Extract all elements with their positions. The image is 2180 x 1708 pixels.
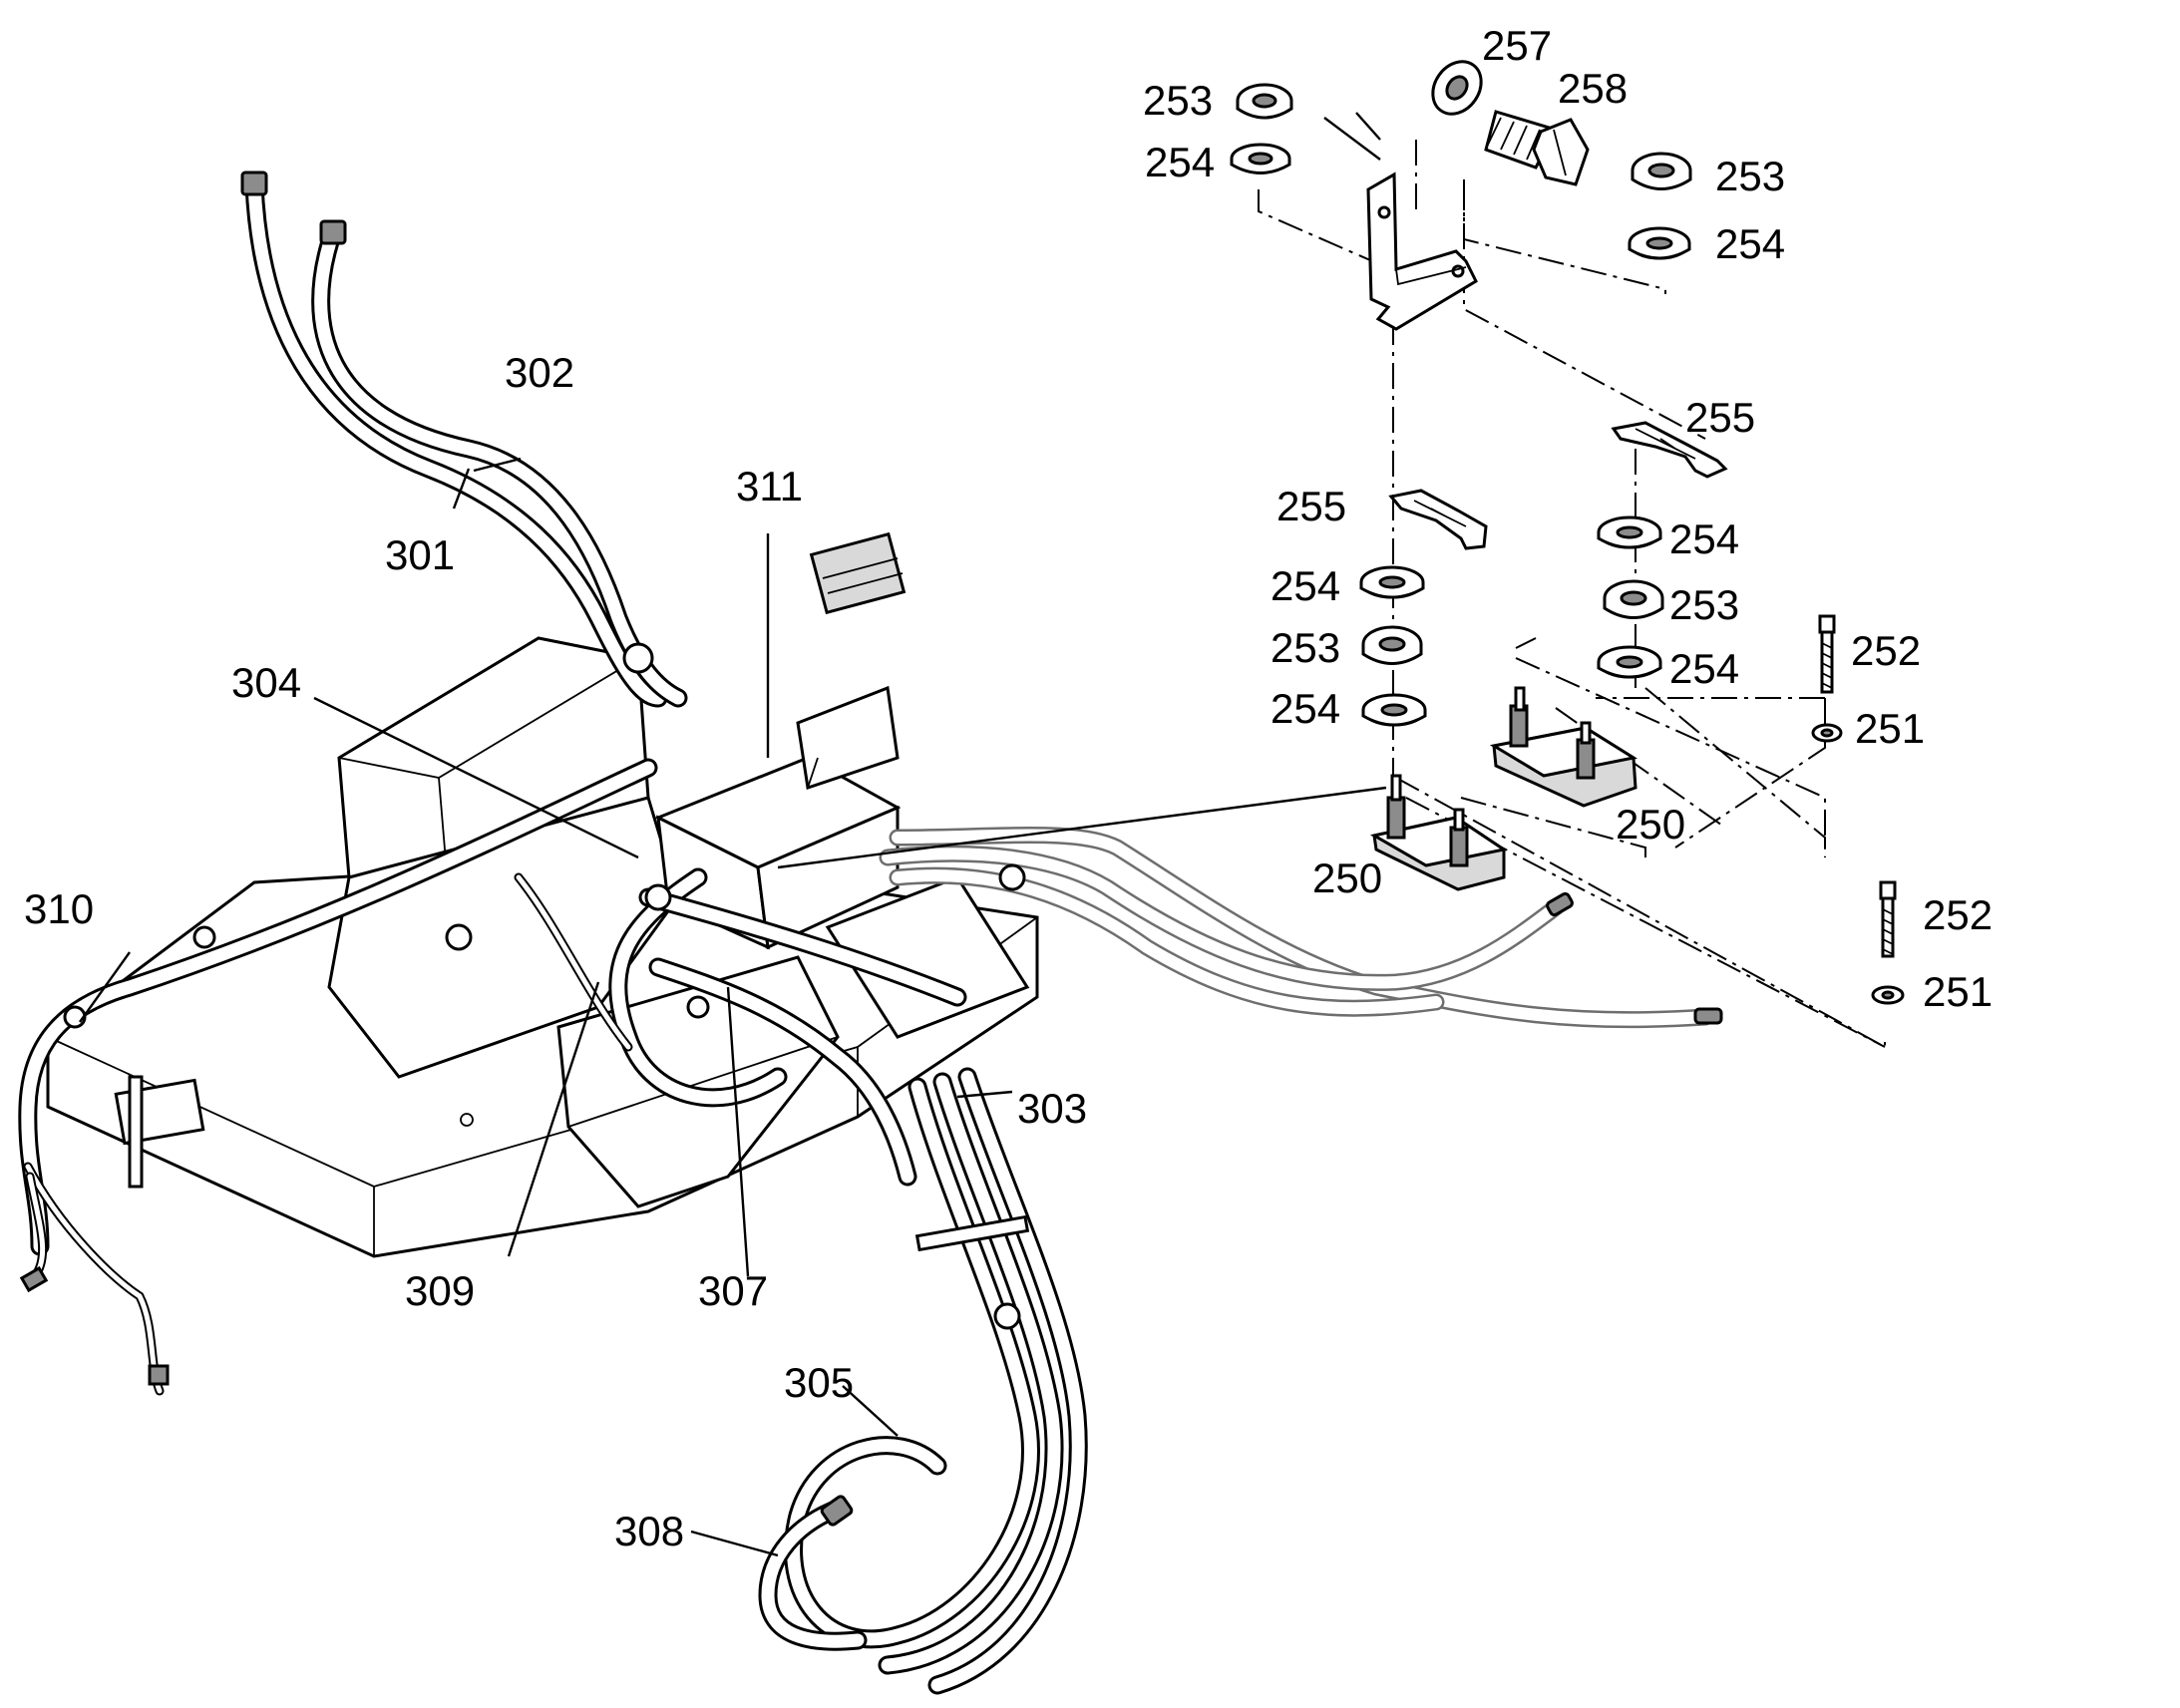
hex-nut-253	[1361, 625, 1423, 665]
battery-cable-long	[879, 827, 1723, 1029]
cable-bundle-305	[784, 1067, 1088, 1695]
callout-309: 309	[405, 1267, 475, 1314]
screw-252-lower	[1879, 880, 1897, 958]
cable-301	[240, 171, 668, 708]
washer-254	[1361, 693, 1427, 727]
callout-301: 301	[385, 531, 455, 578]
washer-254	[1597, 645, 1662, 679]
callout-254: 254	[1669, 515, 1739, 562]
washer-254	[1597, 515, 1662, 549]
callout-254: 254	[1715, 220, 1785, 267]
callout-253: 253	[1271, 624, 1340, 671]
washer-251-upper	[1811, 723, 1843, 743]
cable-309	[514, 872, 633, 1052]
callout-255: 255	[1276, 483, 1346, 529]
fuse-255-right	[1611, 421, 1728, 479]
cable-308	[758, 1495, 868, 1651]
callout-307: 307	[698, 1267, 768, 1314]
cable-307	[648, 957, 917, 1187]
hex-nut-253	[1603, 579, 1664, 619]
washer-254	[1230, 143, 1291, 174]
callout-257: 257	[1482, 22, 1552, 69]
callout-303: 303	[1017, 1085, 1087, 1132]
callout-304: 304	[231, 659, 301, 706]
callout-302: 302	[505, 349, 574, 396]
callout-251: 251	[1855, 705, 1925, 752]
callout-255: 255	[1685, 394, 1755, 441]
callout-251: 251	[1923, 968, 1993, 1015]
fuse-holder-250-left	[1369, 774, 1508, 891]
callout-253: 253	[1669, 581, 1739, 628]
washer-254	[1359, 565, 1425, 599]
fuse-holder-250-right	[1489, 686, 1637, 808]
cable-harness-assembly	[18, 171, 1723, 1695]
callout-311: 311	[736, 463, 803, 510]
callout-310: 310	[24, 885, 94, 932]
mounting-bracket	[1366, 171, 1478, 331]
callout-254: 254	[1271, 562, 1340, 609]
assembly-axis-lines	[1258, 140, 1886, 1049]
hex-nut-253	[1236, 83, 1293, 120]
callout-254: 254	[1145, 139, 1215, 185]
callout-252: 252	[1923, 891, 1993, 938]
junction-box	[654, 531, 907, 950]
cable-303	[638, 887, 967, 1007]
callout-250: 250	[1312, 854, 1382, 901]
callout-250: 250	[1616, 801, 1685, 848]
cable-302	[311, 219, 688, 708]
callout-252: 252	[1851, 627, 1921, 674]
fuse-255-left	[1388, 489, 1488, 550]
washer-254	[1628, 226, 1691, 260]
callout-308: 308	[614, 1508, 684, 1554]
cable-310	[18, 758, 658, 1396]
callout-labels: 253 254 257 258 253 254 255 255 254 254 …	[24, 22, 1993, 1554]
callout-254: 254	[1271, 685, 1340, 732]
callout-253: 253	[1715, 153, 1785, 199]
hardware-exploded-view	[1230, 60, 1905, 1049]
cable-304	[608, 867, 788, 1108]
washer-257	[1431, 60, 1483, 116]
hex-bolt-258	[1484, 110, 1590, 186]
cable-clamps	[63, 642, 1026, 1330]
callout-254: 254	[1669, 645, 1739, 692]
leader-lines	[79, 112, 1387, 1557]
hex-nut-253	[1631, 152, 1692, 190]
washer-251-lower	[1871, 985, 1905, 1005]
callout-305: 305	[784, 1359, 854, 1406]
screw-252-upper	[1818, 614, 1836, 694]
callout-253: 253	[1143, 77, 1213, 124]
callout-258: 258	[1558, 65, 1628, 112]
